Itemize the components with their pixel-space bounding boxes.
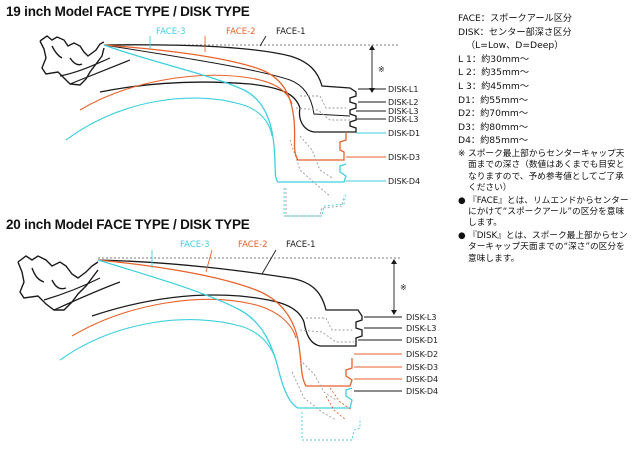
legend-disk: DISK：センター部深さ区分 (458, 26, 572, 38)
legend-face: FACE：スポークアール区分 (458, 13, 573, 24)
depth-arrowtail-20 (391, 259, 397, 264)
face2-arc-19 (79, 74, 293, 111)
legend-item: D2：約70mm～ (458, 108, 529, 120)
rim-inner-19 (59, 57, 131, 85)
note-depth: ※ スポーク最上部からセンターキャップ天面までの深さ（数値はあくまでも目安となり… (458, 149, 630, 195)
asterisk-19: ※ (378, 65, 385, 74)
legend-item: D3：約80mm～ (458, 121, 529, 133)
disk-label-19: DISK-L3 (388, 107, 418, 116)
note-text: 『DISK』とは、スポーク最上部からセンターキャップ天面までの“深さ”の区分を意… (468, 230, 628, 264)
disk-leaders-19 (346, 88, 386, 182)
face1-leader-19 (259, 35, 267, 47)
disk-dashed-cyan-20 (301, 412, 361, 441)
disk-label-20: DISK-D3 (406, 363, 438, 372)
face2-profile-20 (97, 259, 353, 387)
depth-arrowtail-19 (369, 45, 375, 50)
depth-arrowhead-20 (391, 310, 397, 315)
legend-item: D1：約55mm～ (458, 94, 529, 106)
face3-profile-19 (103, 44, 347, 183)
note-mark: ● (458, 230, 466, 241)
face2-label-19: FACE-2 (226, 27, 256, 37)
disk-label-19: DISK-D1 (388, 129, 420, 138)
disk-label-19: DISK-L1 (388, 85, 418, 94)
disk-dashed-orange-20 (325, 387, 353, 421)
face3-arc-20 (59, 319, 277, 361)
disk-dashed-cyan-19 (283, 188, 347, 217)
face3-label-19: FACE-3 (156, 27, 186, 37)
face3-profile-20 (97, 259, 353, 409)
disk-label-20: DISK-L3 (406, 324, 436, 333)
disk-label-20: DISK-D4 (406, 375, 438, 384)
asterisk-20: ※ (400, 283, 407, 292)
note-mark: ● (458, 195, 466, 206)
disk-dashed-19 (285, 95, 350, 217)
face1-label-20: FACE-1 (286, 240, 316, 250)
note-text: 『FACE』とは、リムエンドからセンターにかけて“スポークアール”の区分を意味し… (468, 195, 629, 229)
disk-label-19: DISK-L3 (388, 115, 418, 124)
face2-leader-20 (205, 249, 213, 273)
face2-label-20: FACE-2 (238, 240, 268, 250)
disk-label-20: DISK-D1 (406, 336, 438, 345)
face2-arc-20 (71, 298, 297, 339)
disk-label-20: DISK-D2 (406, 350, 438, 359)
diagram-19-inch: FACE-3 FACE-2 FACE-1 ※ DISK-L1 DISK-L2 D… (39, 27, 420, 217)
face3-label-20: FACE-3 (180, 240, 210, 250)
disk-label-19: DISK-D3 (388, 153, 420, 162)
disk-leaders-20 (354, 316, 402, 392)
face1-leader-20 (261, 249, 277, 275)
rim-section-19 (39, 35, 105, 86)
legend-item: L 3：約45mm～ (458, 80, 530, 92)
note-mark: ※ (458, 149, 466, 159)
note-disk: ● 『DISK』とは、スポーク最上部からセンターキャップ天面までの“深さ”の区分… (458, 231, 630, 265)
face3-arc-19 (65, 97, 273, 141)
note-face: ● 『FACE』とは、リムエンドからセンターにかけて“スポークアール”の区分を意… (458, 196, 630, 230)
legend-disk-note: （L=Low、D=Deep） (466, 40, 564, 52)
disk-label-20: DISK-L3 (406, 313, 436, 322)
face1-lower-19 (103, 44, 351, 117)
disk-label-20: DISK-D4 (406, 387, 438, 396)
face1-label-19: FACE-1 (276, 27, 306, 37)
diagram-title-20: 20 inch Model FACE TYPE / DISK TYPE (6, 217, 250, 232)
legend-item: D4：約85mm～ (458, 135, 529, 147)
face2-profile-19 (103, 44, 347, 161)
note-text: スポーク最上部からセンターキャップ天面までの深さ（数値はあくまでも目安となります… (468, 149, 625, 194)
face1-profile-20 (91, 259, 363, 347)
diagram-20-inch: FACE-3 FACE-2 FACE-1 ※ DISK-L3 DISK-L3 D… (17, 240, 438, 441)
rim-section-20 (17, 255, 99, 311)
disk-label-19: DISK-D4 (388, 177, 420, 186)
notes: ※ スポーク最上部からセンターキャップ天面までの深さ（数値はあくまでも目安となり… (458, 149, 630, 266)
disk-label-19: DISK-L2 (388, 98, 418, 107)
face1-profile-19 (99, 44, 357, 133)
legend-item: L 2：約35mm～ (458, 67, 530, 79)
legend: FACE：スポークアール区分 DISK：センター部深さ区分 （L=Low、D=D… (458, 12, 634, 148)
diagram-title-19: 19 inch Model FACE TYPE / DISK TYPE (6, 4, 250, 19)
legend-item: L 1：約30mm～ (458, 53, 530, 65)
rim-inner-20 (43, 277, 121, 311)
